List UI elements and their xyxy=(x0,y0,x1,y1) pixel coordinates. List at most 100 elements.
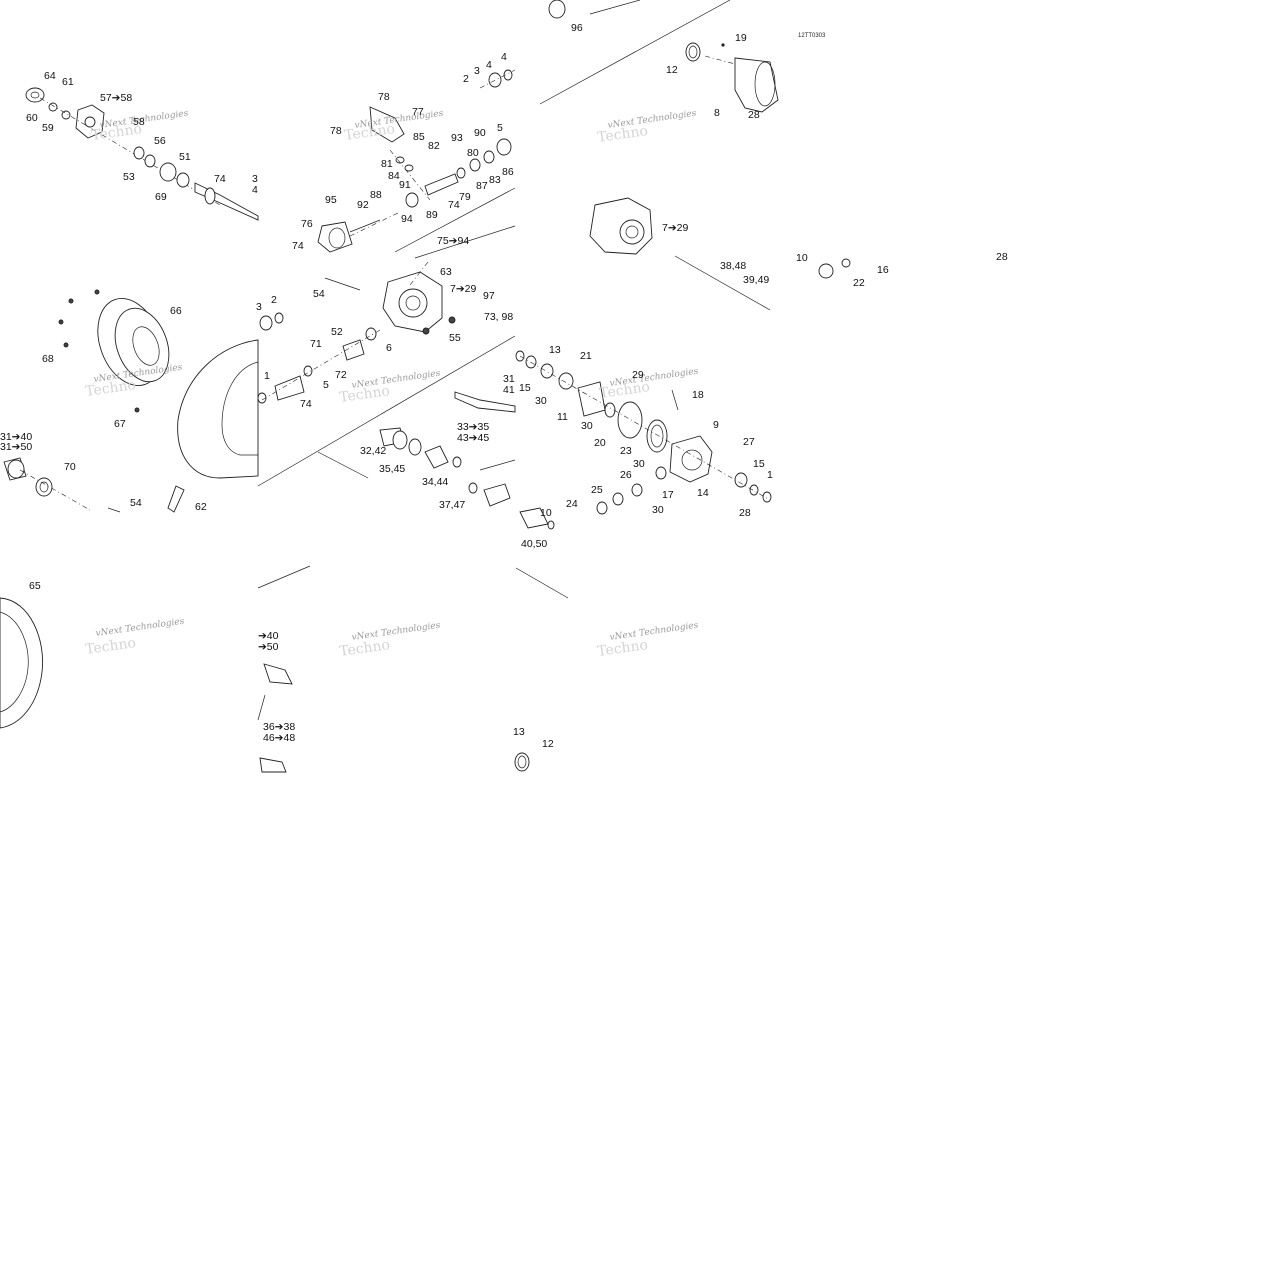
callout-c80: 80 xyxy=(467,147,479,159)
callout-c71: 71 xyxy=(310,338,322,350)
callout-c3242: 32,42 xyxy=(360,445,386,457)
lower-flange-group xyxy=(3,457,185,513)
callout-c30a: 30 xyxy=(535,395,547,407)
tire-part-65 xyxy=(0,597,44,729)
seal-part-70 xyxy=(35,477,53,497)
callout-c84: 84 xyxy=(388,170,400,182)
callout-c86: 86 xyxy=(502,166,514,178)
callout-c93: 93 xyxy=(451,132,463,144)
svg-text:Techno: Techno xyxy=(84,377,137,400)
callout-c5b: 5 xyxy=(323,379,329,391)
callout-c3444: 34,44 xyxy=(422,476,448,488)
callout-c4345: 43➔45 xyxy=(457,432,489,444)
oring-part-20 xyxy=(617,401,643,439)
callout-c24: 24 xyxy=(566,498,578,510)
callout-c28b: 28 xyxy=(996,251,1008,263)
callout-c7398: 73, 98 xyxy=(484,311,513,323)
tire-part xyxy=(177,339,259,479)
callout-c7594: 75➔94 xyxy=(437,235,469,247)
axle-part-31 xyxy=(454,391,516,413)
callout-c10a: 10 xyxy=(796,252,808,264)
front-differential-group xyxy=(589,197,851,279)
svg-text:Techno: Techno xyxy=(343,121,396,144)
callout-c64: 64 xyxy=(44,70,56,82)
rear-differential-group xyxy=(515,350,772,515)
callout-c27: 27 xyxy=(743,436,755,448)
top-center-bearing-group xyxy=(317,69,516,253)
callout-c83: 83 xyxy=(489,174,501,186)
callout-c3747: 37,47 xyxy=(439,499,465,511)
callout-c41: 41 xyxy=(503,384,515,396)
callout-c69: 69 xyxy=(155,191,167,203)
callout-c17: 17 xyxy=(662,489,674,501)
callout-c91: 91 xyxy=(399,179,411,191)
callout-c62: 62 xyxy=(195,501,207,513)
seal-part-12 xyxy=(685,42,701,62)
svg-text:Techno: Techno xyxy=(338,637,391,660)
callout-c15b: 15 xyxy=(753,458,765,470)
callout-c3848: 38,48 xyxy=(720,260,746,272)
callout-c13a: 13 xyxy=(549,344,561,356)
callout-c52: 52 xyxy=(331,326,343,338)
callout-c729b: 7➔29 xyxy=(450,283,476,295)
callout-c20: 20 xyxy=(594,437,606,449)
callout-c3545: 35,45 xyxy=(379,463,405,475)
callout-c89: 89 xyxy=(426,209,438,221)
callout-c74a: 74 xyxy=(214,173,226,185)
svg-text:Techno: Techno xyxy=(90,121,143,144)
callout-c95: 95 xyxy=(325,194,337,206)
callout-c94: 94 xyxy=(401,213,413,225)
callout-c82: 82 xyxy=(428,140,440,152)
callout-c77: 77 xyxy=(412,106,424,118)
watermarks: vNext Technologies Techno vNext Technolo… xyxy=(84,109,699,660)
callout-c21: 21 xyxy=(580,350,592,362)
callout-c74c: 74 xyxy=(292,240,304,252)
bolt-part-54b xyxy=(107,507,121,513)
wheel-hub-group xyxy=(25,87,259,221)
section-lines xyxy=(257,0,771,599)
spring-part-62 xyxy=(167,485,185,513)
callout-c65: 65 xyxy=(29,580,41,592)
callout-c8: 8 xyxy=(714,107,720,119)
callout-c2b: 2 xyxy=(271,294,277,306)
callout-c58: 58 xyxy=(133,116,145,128)
callout-c54b: 54 xyxy=(130,497,142,509)
callout-c88: 88 xyxy=(370,189,382,201)
seal-part-12b xyxy=(514,752,530,772)
seal-part-23 xyxy=(646,419,668,453)
callout-c23: 23 xyxy=(620,445,632,457)
callout-c56: 56 xyxy=(154,135,166,147)
callout-c51: 51 xyxy=(179,151,191,163)
callout-c54a: 54 xyxy=(313,288,325,300)
tire-group-right xyxy=(177,339,259,479)
callout-c61: 61 xyxy=(62,76,74,88)
callout-c22: 22 xyxy=(853,277,865,289)
callout-c16: 16 xyxy=(877,264,889,276)
svg-text:Techno: Techno xyxy=(596,637,649,660)
callout-c4648: 46➔48 xyxy=(263,732,295,744)
housing-part-8 xyxy=(734,57,779,113)
boot-part-34 xyxy=(424,445,449,469)
callout-c74d: 74 xyxy=(300,398,312,410)
callout-c15a: 15 xyxy=(519,382,531,394)
callout-c28c: 28 xyxy=(739,507,751,519)
shaft-part-1 xyxy=(274,375,305,401)
callout-c3638: 36➔38 xyxy=(263,721,295,733)
callout-c3335: 33➔35 xyxy=(457,421,489,433)
callout-c2a: 2 xyxy=(463,73,469,85)
callout-c76: 76 xyxy=(301,218,313,230)
callout-c3140a: 31➔40 xyxy=(0,431,32,443)
callout-c63: 63 xyxy=(440,266,452,278)
callout-c3a: 3 xyxy=(252,173,258,185)
callout-c90: 90 xyxy=(474,127,486,139)
housing-part-9 xyxy=(669,435,713,483)
bearing-part-51 xyxy=(159,162,177,182)
callout-c729a: 7➔29 xyxy=(662,222,688,234)
callout-c5a: 5 xyxy=(497,122,503,134)
callout-c30d: 30 xyxy=(652,504,664,516)
center-differential-group xyxy=(324,261,456,335)
callout-c6: 6 xyxy=(386,342,392,354)
callout-c12b: 12 xyxy=(542,738,554,750)
